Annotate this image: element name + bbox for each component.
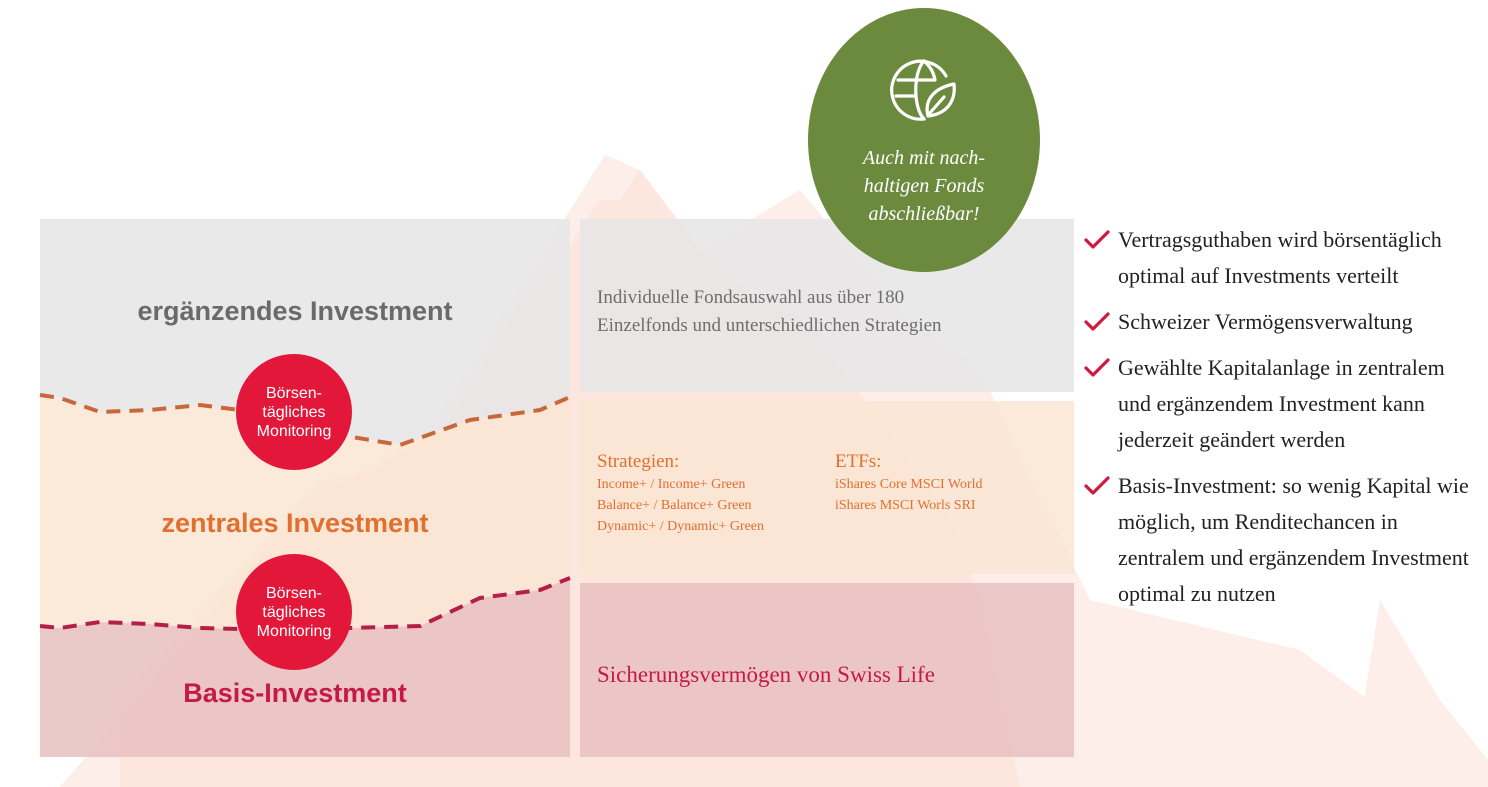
top-tier-left [40, 219, 570, 445]
list-item: Schweizer Vermögensverwaltung [1084, 304, 1474, 340]
benefit-text: Basis-Investment: so wenig Kapital wie m… [1118, 473, 1469, 606]
checkmark-icon [1084, 230, 1110, 249]
benefit-text: Vertragsguthaben wird börsentäglich opti… [1118, 227, 1442, 288]
list-item: iShares MSCI Worls SRI [835, 498, 976, 513]
basis-tier-description: Sicherungsvermögen von Swiss Life [597, 662, 935, 687]
etfs-column: ETFs: iShares Core MSCI World iShares MS… [835, 450, 1065, 516]
list-item: Basis-Investment: so wenig Kapital wie m… [1084, 468, 1474, 612]
sustainability-text: Auch mit nach- haltigen Fonds abschließb… [862, 147, 986, 225]
basis-tier-title: Basis-Investment [183, 678, 407, 708]
monitoring-badge-lower: Börsen- tägliches Monitoring [236, 554, 352, 670]
basis-tier-box [580, 583, 1074, 757]
globe-leaf-icon [890, 59, 956, 121]
checkmark-icon [1084, 476, 1110, 495]
strategies-list: Income+ / Income+ Green Balance+ / Balan… [597, 474, 827, 537]
list-item: Balance+ / Balance+ Green [597, 498, 752, 513]
list-item: Vertragsguthaben wird börsentäglich opti… [1084, 222, 1474, 294]
etfs-heading: ETFs: [835, 451, 882, 472]
top-tier-title: ergänzendes Investment [137, 296, 453, 326]
middle-tier-box [580, 401, 1074, 574]
list-item: Dynamic+ / Dynamic+ Green [597, 519, 765, 534]
benefit-text: Schweizer Vermögensverwaltung [1118, 309, 1413, 334]
middle-tier-title: zentrales Investment [161, 508, 429, 538]
middle-tier-left [40, 395, 570, 630]
etfs-list: iShares Core MSCI World iShares MSCI Wor… [835, 474, 1065, 516]
monitoring-badge-upper: Börsen- tägliches Monitoring [236, 354, 352, 470]
checkmark-icon [1084, 312, 1110, 331]
top-tier-description: Individuelle Fondsauswahl aus über 180 E… [597, 287, 942, 336]
list-item: Income+ / Income+ Green [597, 477, 746, 492]
list-item: Gewählte Kapitalanlage in zentralem und … [1084, 350, 1474, 458]
checkmark-icon [1084, 358, 1110, 377]
sustainability-badge [808, 8, 1040, 272]
top-tier-box [580, 219, 1074, 392]
benefit-text: Gewählte Kapitalanlage in zentralem und … [1118, 355, 1445, 452]
benefits-list: Vertragsguthaben wird börsentäglich opti… [1084, 222, 1474, 622]
strategies-heading: Strategien: [597, 451, 680, 472]
strategies-column: Strategien: Income+ / Income+ Green Bala… [597, 450, 827, 537]
list-item: iShares Core MSCI World [835, 477, 983, 492]
